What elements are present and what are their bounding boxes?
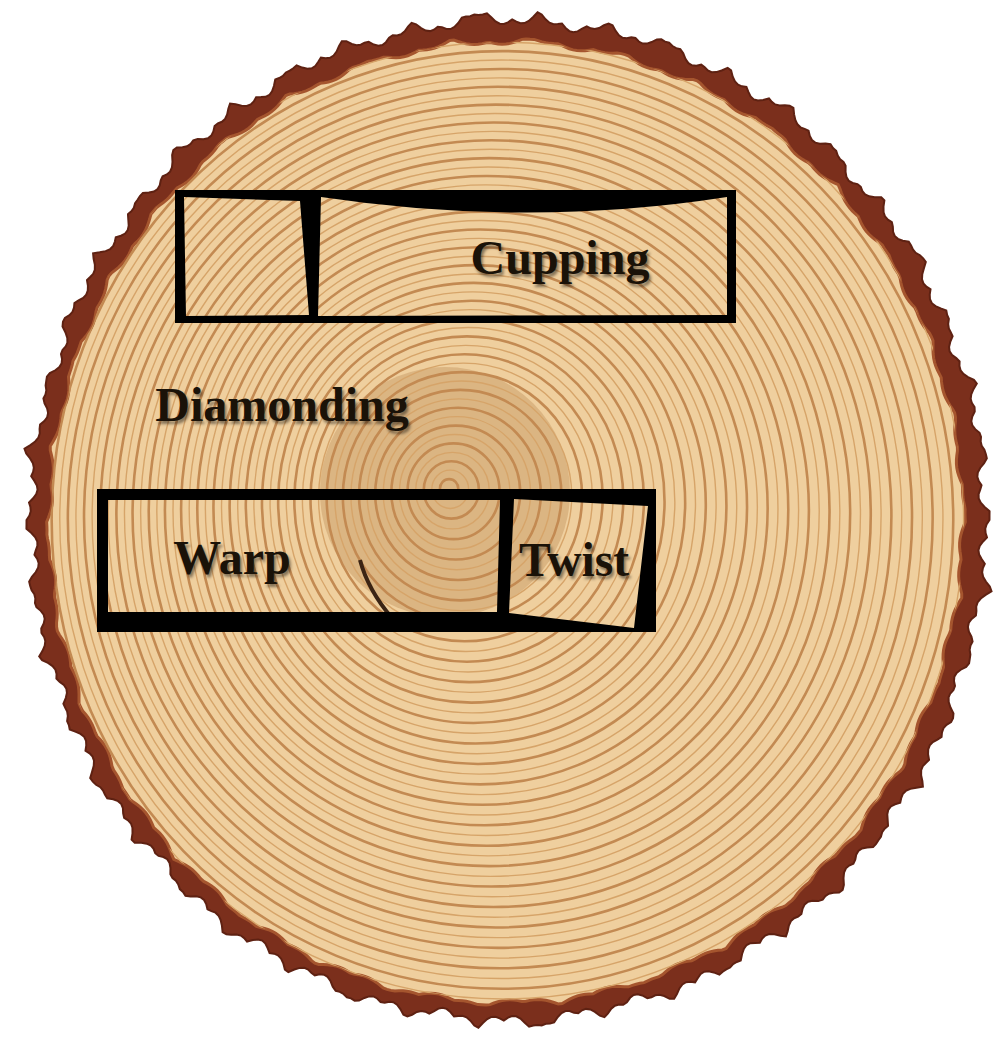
defect-box: Cupping xyxy=(467,230,654,287)
growth-ring xyxy=(213,229,747,784)
growth-ring xyxy=(9,5,1003,1037)
defect-box: Warp xyxy=(169,530,294,587)
growth-ring xyxy=(197,212,767,805)
defect-name: Cupping xyxy=(471,232,650,285)
growth-ring xyxy=(205,221,757,795)
board-frame xyxy=(97,489,656,632)
growth-ring xyxy=(116,122,870,907)
growth-ring xyxy=(141,149,840,876)
growth-ring xyxy=(92,96,902,938)
defect-label: Diamonding xyxy=(155,379,408,432)
growth-ring xyxy=(157,167,819,856)
growth-ring xyxy=(173,185,799,836)
growth-ring xyxy=(60,60,943,979)
growth-ring xyxy=(52,51,954,989)
growth-ring xyxy=(44,42,964,999)
growth-ring xyxy=(100,105,891,928)
growth-ring xyxy=(124,131,860,896)
growth-ring xyxy=(181,194,788,825)
growth-ring xyxy=(68,69,933,968)
growth-ring xyxy=(108,114,881,918)
growth-ring xyxy=(149,158,830,866)
defect-box: Twist xyxy=(515,532,633,588)
growth-ring xyxy=(133,140,851,886)
defect-name: Warp xyxy=(173,532,290,585)
knot-crack xyxy=(360,560,392,618)
growth-ring xyxy=(189,203,778,815)
growth-ring xyxy=(84,87,912,948)
growth-ring xyxy=(27,24,984,1019)
growth-ring xyxy=(35,33,973,1009)
growth-ring xyxy=(18,15,993,1029)
defect-name: Twist xyxy=(519,534,629,586)
growth-ring xyxy=(165,176,809,846)
growth-ring xyxy=(76,78,922,958)
bark xyxy=(24,12,991,1027)
board-frame xyxy=(175,190,736,323)
